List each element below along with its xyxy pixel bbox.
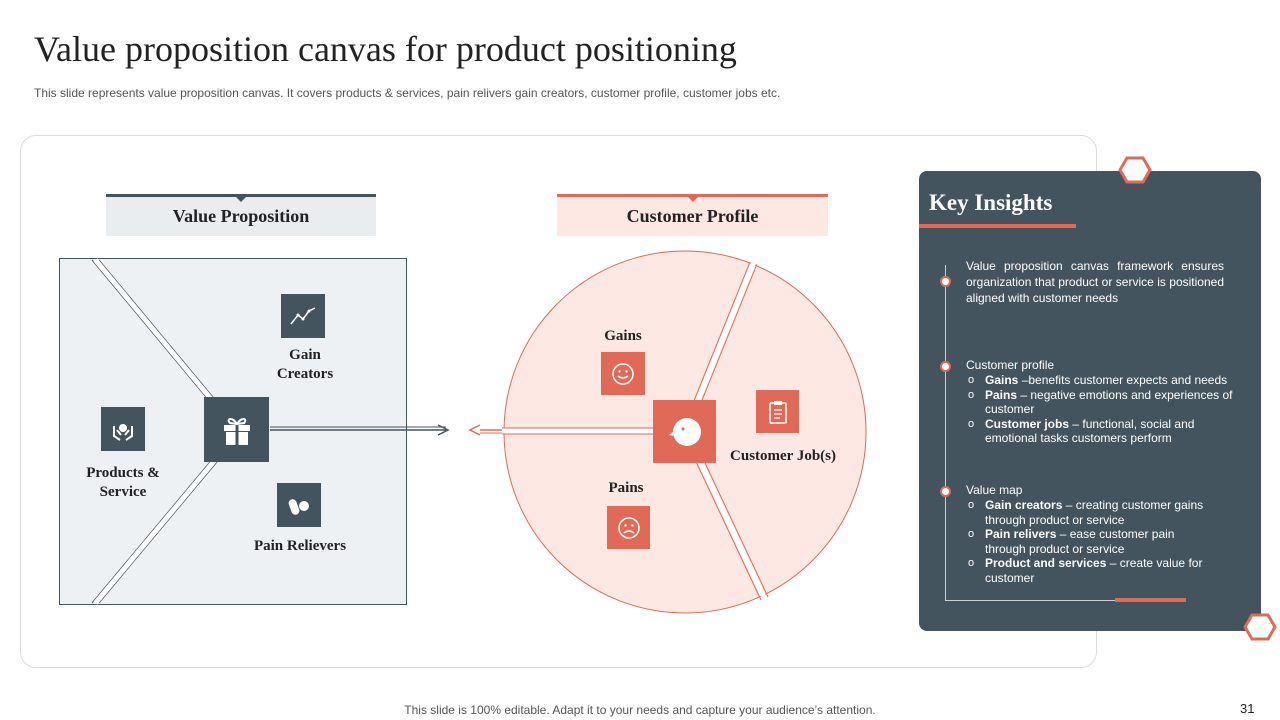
list-item-text: –benefits customer expects and needs [1018,373,1228,387]
list-item-term: Gains [985,373,1019,387]
insights-bottom-line [945,600,1115,601]
list-item: Gain creators – creating customer gains … [966,498,1216,527]
list-item-text: – ease customer pain through product or … [985,527,1175,556]
customer-profile-heading: Customer profile [966,358,1055,372]
hexagon-icon [1118,156,1152,184]
list-item: Pains – negative emotions and experience… [966,388,1238,417]
timeline-dot [940,276,951,287]
list-item: Gains –benefits customer expects and nee… [966,373,1238,388]
list-item-term: Pains [985,387,1018,402]
list-item-text: – creating customer gains through produc… [985,498,1204,527]
value-proposition-tab-label: Value Proposition [172,206,310,226]
hands-icon [101,407,145,451]
list-item: Product and services – create value for … [966,556,1216,585]
customer-face-icon [653,400,716,463]
key-insights-underline [919,224,1076,228]
insights-timeline-line [945,265,946,601]
insights-bottom-accent [1115,598,1186,602]
list-item: Pain relivers – ease customer pain throu… [966,527,1216,556]
customer-profile-tab-label: Customer Profile [626,206,759,226]
value-proposition-tab-notch [236,197,246,202]
insights-customer-profile: Customer profile Gains –benefits custome… [966,358,1238,446]
list-item-term: Product and services [985,556,1107,570]
customer-profile-tab-notch [688,197,698,202]
slide-title: Value proposition canvas for product pos… [34,29,737,69]
timeline-dot [940,486,951,497]
insights-value-map: Value map Gain creators – creating custo… [966,483,1216,585]
insights-intro: Value proposition canvas framework ensur… [966,259,1224,305]
key-insights-title: Key Insights [929,190,1053,215]
smile-icon [601,352,645,395]
hexagon-icon-bottom [1243,613,1277,641]
list-item-text: – create value for customer [985,556,1203,585]
pains-label: Pains [608,480,644,496]
sad-face-icon [607,506,650,549]
chart-line-icon [281,294,325,338]
timeline-dot [940,361,951,372]
products-service-label: Products & Service [86,465,160,500]
slide-subtitle: This slide represents value proposition … [34,86,781,100]
footer-text: This slide is 100% editable. Adapt it to… [404,703,876,717]
list-item-term: Customer jobs [985,416,1070,431]
gain-creators-label: Gain Creators [276,347,334,382]
pain-relievers-label: Pain Relievers [253,538,347,554]
gains-label: Gains [604,328,642,344]
list-item-text: – functional, social and emotional tasks… [985,416,1195,446]
list-item-term: Pain relivers [985,527,1057,541]
list-item-text: – negative emotions and experiences of c… [985,387,1233,417]
customer-jobs-label: Customer Job(s) [730,448,836,464]
list-item-term: Gain creators [985,498,1063,512]
clipboard-icon [756,390,799,433]
gift-icon [204,397,269,462]
pill-icon [277,483,321,527]
customer-profile-tab: Customer Profile [557,194,828,236]
list-item: Customer jobs – functional, social and e… [966,417,1238,446]
page-number: 31 [1240,701,1255,716]
value-map-heading: Value map [966,483,1023,497]
